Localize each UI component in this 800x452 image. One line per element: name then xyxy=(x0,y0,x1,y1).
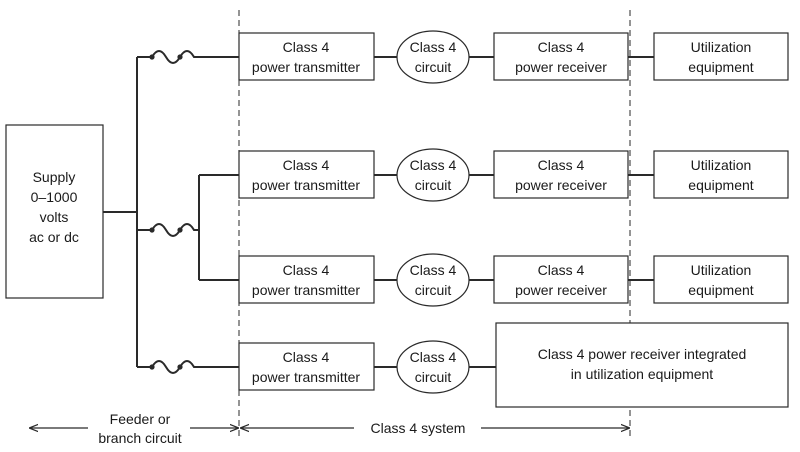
supply-voltage-label: 0–1000 xyxy=(31,189,78,205)
supply-units-label: volts xyxy=(40,209,69,225)
feeder-wiring xyxy=(103,50,239,374)
power-receiver-box xyxy=(493,32,629,81)
feeder-range: Feeder or branch circuit xyxy=(30,411,238,446)
utilization-label: Utilization xyxy=(691,157,752,173)
power-transmitter-box xyxy=(238,342,375,391)
integrated-receiver-box xyxy=(495,322,789,408)
circuit-label: circuit xyxy=(415,282,452,298)
equipment-label: equipment xyxy=(688,59,753,75)
branch-row-4: Class 4 power transmitter Class 4 circui… xyxy=(238,322,789,408)
receiver-type-label: power receiver xyxy=(515,282,607,298)
supply-label: Supply xyxy=(33,169,76,185)
fuse-2 xyxy=(137,174,239,281)
transmitter-type-label: power transmitter xyxy=(252,282,360,298)
class4-system-range: Class 4 system xyxy=(241,420,629,436)
fuse-3 xyxy=(137,360,239,374)
branch-circuit-label: branch circuit xyxy=(98,430,181,446)
circuit-class-label: Class 4 xyxy=(410,349,457,365)
utilization-equipment-box xyxy=(653,150,789,199)
circuit-class-label: Class 4 xyxy=(410,262,457,278)
receiver-class-label: Class 4 xyxy=(538,39,585,55)
supply-type-label: ac or dc xyxy=(29,229,79,245)
branch-row-1: Class 4 power transmitter Class 4 circui… xyxy=(238,30,789,84)
receiver-class-label: Class 4 xyxy=(538,262,585,278)
circuit-label: circuit xyxy=(415,59,452,75)
utilization-label: Utilization xyxy=(691,262,752,278)
circuit-label: circuit xyxy=(415,369,452,385)
power-transmitter-box xyxy=(238,255,375,304)
circuit-class-label: Class 4 xyxy=(410,39,457,55)
integrated-equipment-label: in utilization equipment xyxy=(571,366,714,382)
utilization-label: Utilization xyxy=(691,39,752,55)
transmitter-class-label: Class 4 xyxy=(283,39,330,55)
utilization-equipment-box xyxy=(653,255,789,304)
utilization-equipment-box xyxy=(653,32,789,81)
class4-system-label: Class 4 system xyxy=(371,420,466,436)
circuit-label: circuit xyxy=(415,177,452,193)
transmitter-class-label: Class 4 xyxy=(283,349,330,365)
branch-row-2: Class 4 power transmitter Class 4 circui… xyxy=(238,148,789,202)
feeder-label: Feeder or xyxy=(110,411,171,427)
transmitter-class-label: Class 4 xyxy=(283,157,330,173)
supply-box: Supply 0–1000 volts ac or dc xyxy=(5,124,104,299)
transmitter-type-label: power transmitter xyxy=(252,177,360,193)
power-receiver-box xyxy=(493,255,629,304)
receiver-class-label: Class 4 xyxy=(538,157,585,173)
transmitter-type-label: power transmitter xyxy=(252,369,360,385)
fuse-1 xyxy=(137,50,239,64)
transmitter-class-label: Class 4 xyxy=(283,262,330,278)
equipment-label: equipment xyxy=(688,177,753,193)
power-receiver-box xyxy=(493,150,629,199)
transmitter-type-label: power transmitter xyxy=(252,59,360,75)
circuit-class-label: Class 4 xyxy=(410,157,457,173)
branch-row-3: Class 4 power transmitter Class 4 circui… xyxy=(238,253,789,307)
receiver-type-label: power receiver xyxy=(515,177,607,193)
integrated-receiver-label: Class 4 power receiver integrated xyxy=(538,346,747,362)
supply-trunk xyxy=(103,57,138,367)
equipment-label: equipment xyxy=(688,282,753,298)
power-transmitter-box xyxy=(238,150,375,199)
receiver-type-label: power receiver xyxy=(515,59,607,75)
